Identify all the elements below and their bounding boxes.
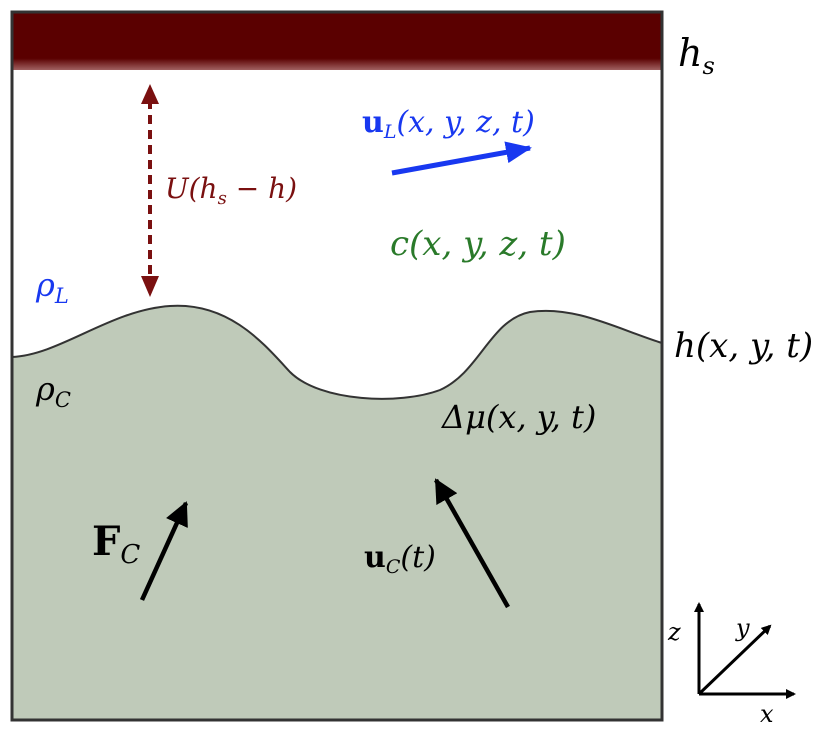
label-rhoL: ρL [35,266,69,308]
label-dmu: Δμ(x, y, t) [440,398,596,436]
label-uC: uC(t) [364,540,436,578]
axis-z-label: z [667,618,681,646]
substrate-bar [12,12,662,70]
crystal-region [12,305,662,720]
interface-line [11,304,663,400]
crystal-velocity-arrow [434,478,510,609]
label-rhoC: ρC [35,370,71,412]
axes-glyph [694,602,796,699]
label-FC: FC [92,518,140,570]
label-c: c(x, y, z, t) [390,224,566,264]
gap-arrow-head-bottom [141,276,159,297]
axis-y-label: y [735,614,750,642]
label-hs: hs [678,31,715,80]
label-U: U(hs − h) [165,172,297,209]
force-arrow [139,501,189,601]
label-uL: uL(x, y, z, t) [362,105,535,143]
gap-arrow-head-top [141,84,159,104]
label-h: h(x, y, t) [674,326,813,366]
liquid-velocity-arrow [391,141,532,176]
frame [10,10,664,722]
axis-x-label: x [760,700,774,728]
